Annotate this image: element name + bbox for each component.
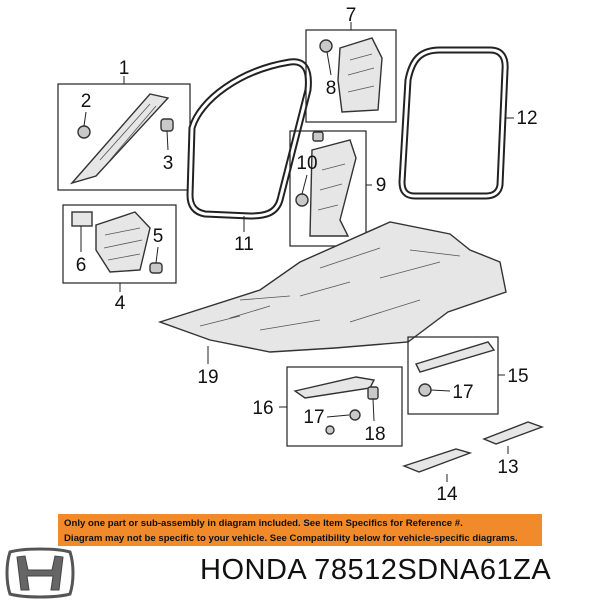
callout-10: 10 (296, 153, 317, 174)
pad-6 (71, 211, 93, 227)
callout-8: 8 (326, 78, 337, 99)
callout-17-a: 17 (303, 407, 324, 428)
clip-17a (349, 409, 361, 421)
b-pillar-upper-trim (337, 37, 383, 113)
callout-9: 9 (376, 175, 387, 196)
honda-h-logo-icon (5, 547, 75, 599)
clip-18 (367, 386, 379, 400)
callout-15: 15 (507, 366, 528, 387)
clip-10 (312, 131, 324, 142)
callout-1: 1 (119, 58, 130, 79)
clip-2 (77, 125, 91, 139)
part-number-caption: HONDA 78512SDNA61ZA (200, 554, 552, 586)
callout-6: 6 (76, 255, 87, 276)
door-seal-11 (186, 58, 312, 220)
callout-19: 19 (197, 367, 218, 388)
callout-4: 4 (115, 293, 126, 314)
clip-17b (418, 383, 432, 397)
side-trim-4 (95, 211, 151, 273)
a-pillar-trim (69, 93, 170, 185)
disclaimer-line-2: Diagram may not be specific to your vehi… (64, 533, 518, 544)
parts-diagram: 1 2 3 4 6 5 11 7 8 9 10 12 19 16 (57, 5, 545, 505)
callout-17-b: 17 (452, 382, 473, 403)
callout-5: 5 (153, 226, 164, 247)
callout-7: 7 (346, 5, 357, 26)
callout-14: 14 (436, 484, 458, 505)
disclaimer-line-1: Only one part or sub-assembly in diagram… (64, 518, 463, 529)
callout-18: 18 (364, 424, 385, 445)
sill-trim-15 (415, 341, 496, 373)
callout-12: 12 (516, 108, 537, 129)
clip-5 (149, 262, 163, 274)
rear-door-seal-12 (398, 46, 509, 200)
callout-3: 3 (163, 153, 174, 174)
clip-3 (160, 118, 174, 132)
sill-trim-16 (293, 376, 376, 399)
step-plate-13 (482, 421, 545, 445)
step-plate-14 (401, 448, 473, 473)
callout-16: 16 (252, 398, 273, 419)
disclaimer-banner: Only one part or sub-assembly in diagram… (58, 514, 542, 546)
callout-13: 13 (497, 457, 518, 478)
clip-10b (295, 193, 309, 207)
clip-8 (319, 39, 333, 53)
callout-11: 11 (234, 234, 254, 255)
group-box-9 (289, 130, 367, 247)
clip-17c (325, 425, 335, 435)
callout-2: 2 (81, 91, 92, 112)
